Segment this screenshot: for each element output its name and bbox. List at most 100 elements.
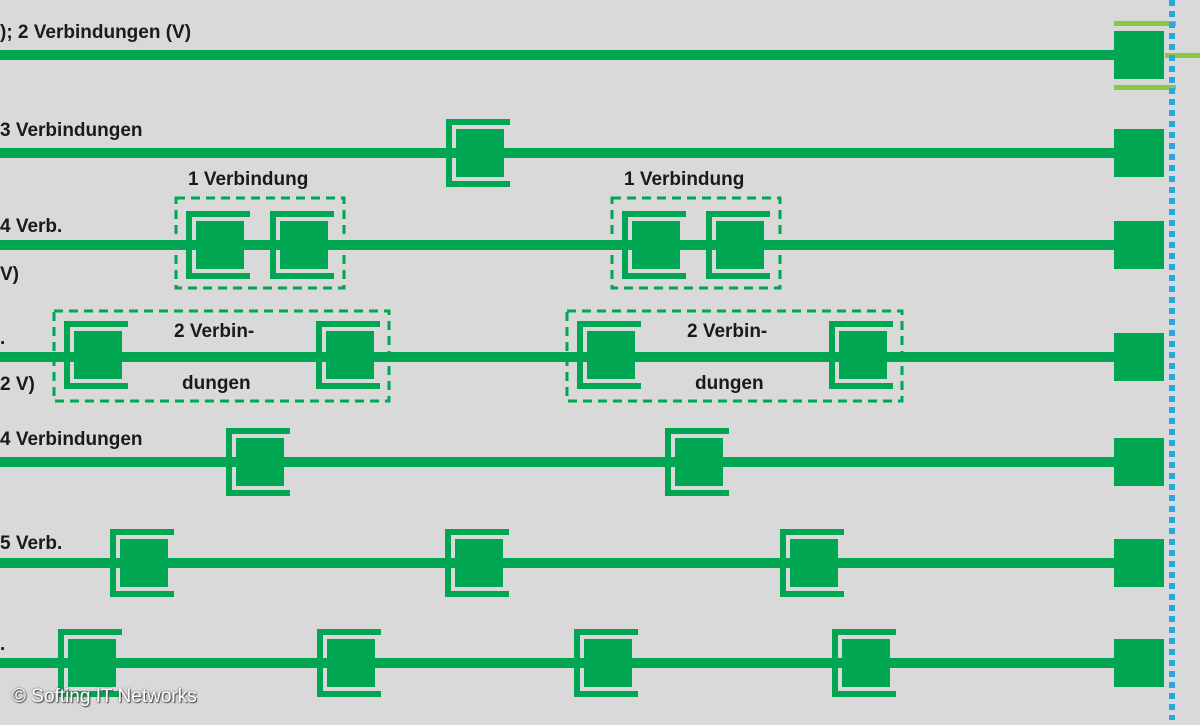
row-5-node-2-frame-left — [665, 428, 671, 496]
row-2-end-node — [1114, 129, 1164, 177]
divider-dot — [1169, 517, 1175, 523]
row-6-node-3-frame-top — [780, 529, 844, 535]
row-4-group-1-node-1-frame-bottom — [64, 383, 128, 389]
row-3-group-1-node-1-frame-bottom — [186, 273, 250, 279]
divider-dot — [1169, 561, 1175, 567]
row-3-group-1-node-1-frame-top — [186, 211, 250, 217]
divider-dot — [1169, 418, 1175, 424]
row-3-group-2-node-1-box — [632, 221, 680, 269]
row-7-node-2-box — [327, 639, 375, 687]
row-6-end-node — [1114, 539, 1164, 587]
row-1-end-node-highlight-tail — [1165, 53, 1200, 58]
divider-dot — [1169, 330, 1175, 336]
connection-line-5 — [0, 457, 1118, 467]
divider-dot — [1169, 649, 1175, 655]
divider-dot — [1169, 132, 1175, 138]
divider-dot — [1169, 495, 1175, 501]
row-6-node-1-box — [120, 539, 168, 587]
row-7-node-4-box — [842, 639, 890, 687]
row-6-node-1-frame-top — [110, 529, 174, 535]
row-4-group-2-node-1-frame-top — [577, 321, 641, 327]
divider-dot — [1169, 121, 1175, 127]
row-7-node-1-frame-bottom — [58, 691, 122, 697]
divider-dot — [1169, 198, 1175, 204]
connection-line-7 — [0, 658, 1118, 668]
row-7-node-3-frame-top — [574, 629, 638, 635]
row-sublabel-4: 2 V) — [0, 374, 35, 395]
divider-dot — [1169, 319, 1175, 325]
row-2-node-1-box — [456, 129, 504, 177]
connection-line-6 — [0, 558, 1118, 568]
row-7-node-3-box — [584, 639, 632, 687]
row-4-group-2-label: 2 Verbin- — [687, 321, 767, 342]
divider-dot — [1169, 231, 1175, 237]
connection-line-4 — [0, 352, 1118, 362]
row-4-group-1-label: 2 Verbin- — [174, 321, 254, 342]
divider-dot — [1169, 264, 1175, 270]
divider-dot — [1169, 539, 1175, 545]
divider-dot — [1169, 363, 1175, 369]
divider-dot — [1169, 165, 1175, 171]
row-3-group-1-node-1-frame-left — [186, 211, 192, 279]
divider-dot — [1169, 33, 1175, 39]
row-7-node-2-frame-bottom — [317, 691, 381, 697]
divider-dot — [1169, 506, 1175, 512]
row-6-node-3-box — [790, 539, 838, 587]
divider-dot — [1169, 308, 1175, 314]
divider-dot — [1169, 583, 1175, 589]
row-4-end-node — [1114, 333, 1164, 381]
divider-dot — [1169, 638, 1175, 644]
row-7-node-4-frame-left — [832, 629, 838, 697]
row-7-node-3-frame-bottom — [574, 691, 638, 697]
connection-line-3 — [0, 240, 1118, 250]
divider-dot — [1169, 682, 1175, 688]
row-3-end-node — [1114, 221, 1164, 269]
connection-line-1 — [0, 50, 1118, 60]
row-4-group-1-node-2-box — [326, 331, 374, 379]
row-7-end-node — [1114, 639, 1164, 687]
divider-dot — [1169, 253, 1175, 259]
row-7-node-2-frame-top — [317, 629, 381, 635]
divider-dot — [1169, 484, 1175, 490]
divider-dot — [1169, 594, 1175, 600]
row-4-group-2-node-2-frame-left — [829, 321, 835, 389]
row-4-group-2-node-1-frame-bottom — [577, 383, 641, 389]
divider-dot — [1169, 88, 1175, 94]
row-3-group-1-dashed-frame — [174, 196, 346, 290]
row-3-group-1-label: 1 Verbindung — [188, 169, 308, 190]
row-6-node-3-frame-left — [780, 529, 786, 597]
divider-dot — [1169, 110, 1175, 116]
row-4-group-1-label-line2: dungen — [182, 373, 251, 394]
row-4-group-1-node-1-box — [74, 331, 122, 379]
divider-dot — [1169, 11, 1175, 17]
row-label-6: 5 Verb. — [0, 533, 62, 554]
row-3-group-2-dashed-frame — [610, 196, 782, 290]
divider-dot — [1169, 429, 1175, 435]
divider-dot — [1169, 616, 1175, 622]
row-3-group-1-node-2-frame-top — [270, 211, 334, 217]
row-label-7: . — [0, 634, 5, 655]
row-label-2: 3 Verbindungen — [0, 120, 143, 141]
divider-dot — [1169, 660, 1175, 666]
row-4-group-2-label-line2: dungen — [695, 373, 764, 394]
divider-dot — [1169, 385, 1175, 391]
divider-dot — [1169, 297, 1175, 303]
row-7-node-4-frame-bottom — [832, 691, 896, 697]
row-5-node-2-frame-top — [665, 428, 729, 434]
divider-dot — [1169, 605, 1175, 611]
divider-dot — [1169, 176, 1175, 182]
row-label-4: . — [0, 328, 5, 349]
divider-dot — [1169, 374, 1175, 380]
row-4-group-1-dashed-frame — [52, 309, 391, 403]
divider-dot — [1169, 693, 1175, 699]
row-4-group-2-node-2-frame-top — [829, 321, 893, 327]
row-2-node-1-frame-left — [446, 119, 452, 187]
row-4-group-2-node-1-box — [587, 331, 635, 379]
divider-dot — [1169, 462, 1175, 468]
divider-dot — [1169, 704, 1175, 710]
row-label-3: 4 Verb. — [0, 216, 62, 237]
row-2-node-1-frame-top — [446, 119, 510, 125]
divider-dot — [1169, 440, 1175, 446]
row-label-5: 4 Verbindungen — [0, 429, 143, 450]
